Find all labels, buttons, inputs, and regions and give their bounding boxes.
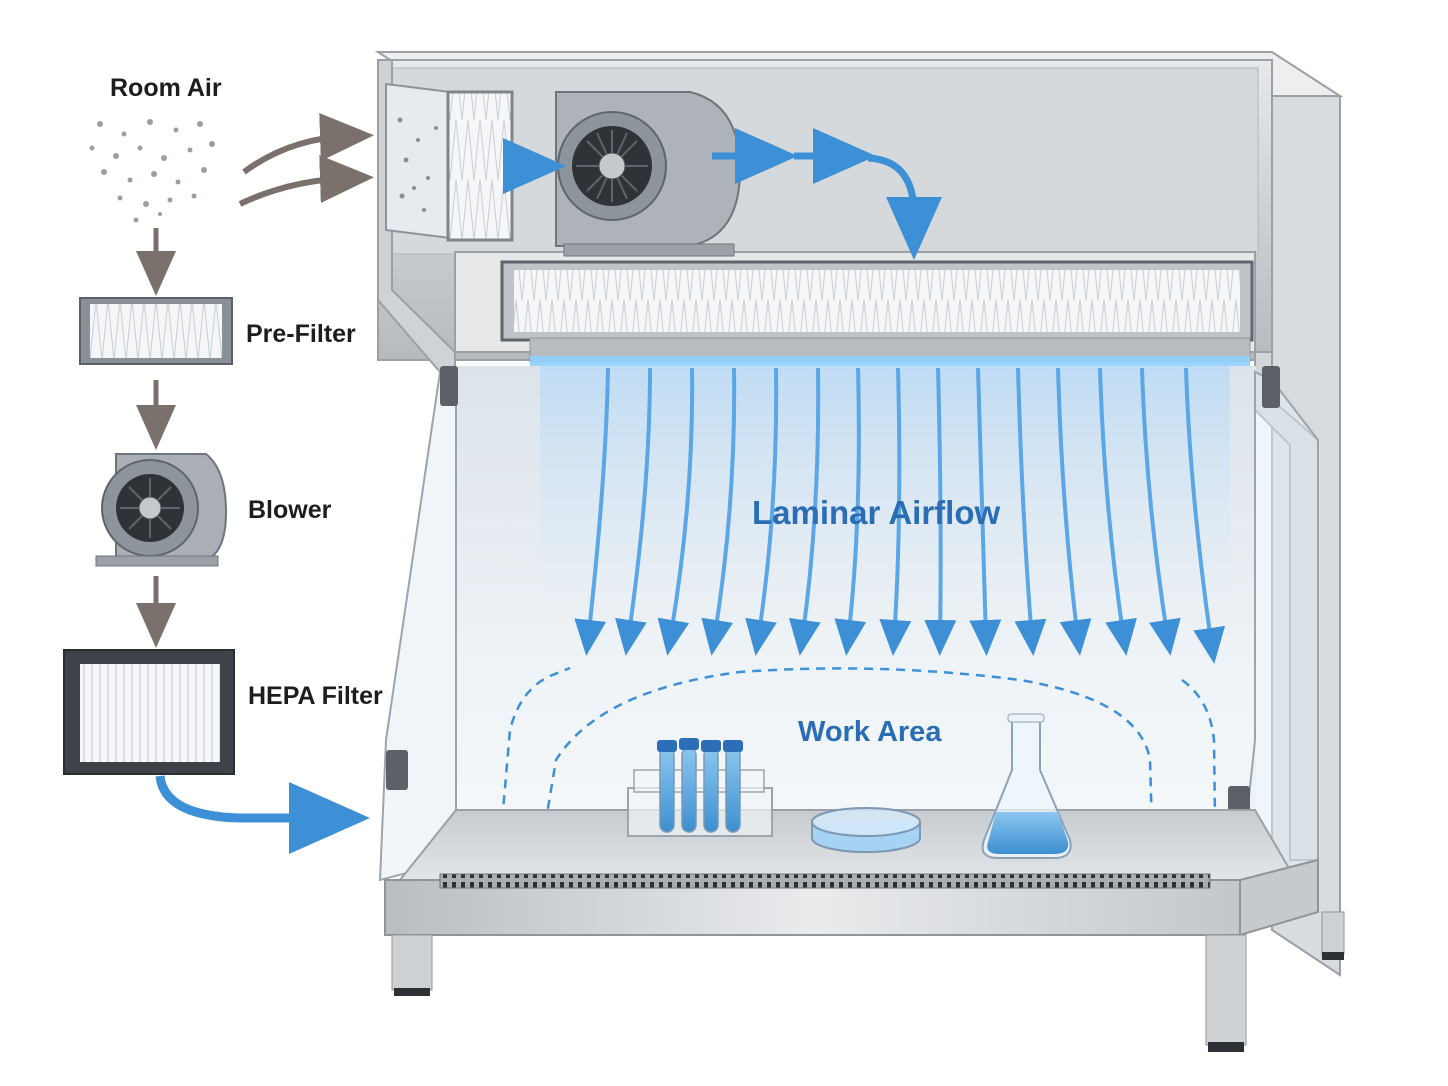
hepa-outflow-arrow [155, 775, 370, 854]
room-air-intake-arrows [238, 113, 374, 207]
blower-icon [95, 453, 228, 567]
laminar-airflow-label: Laminar Airflow [752, 494, 1001, 531]
work-area-label: Work Area [798, 716, 942, 748]
internal-airflow [503, 128, 942, 260]
blower-label: Blower [248, 496, 332, 524]
room-air-label: Room Air [110, 74, 222, 102]
particles-icon [89, 119, 215, 223]
petri-dish-icon [811, 807, 921, 853]
flask-icon [981, 713, 1072, 859]
hepa-filter-label: HEPA Filter [248, 682, 383, 710]
pre-filter-label: Pre-Filter [246, 320, 356, 348]
test-tube-rack-icon [627, 738, 773, 837]
hepa-filter-icon [63, 649, 235, 775]
cabinet-pre-filter [385, 82, 514, 242]
laminar-airflow-arrows [574, 367, 1225, 664]
work-area-boundary [496, 666, 1218, 901]
cabinet-blower [555, 91, 742, 257]
pre-filter-icon [79, 297, 233, 365]
cabinet-hepa-filter [500, 260, 1254, 366]
